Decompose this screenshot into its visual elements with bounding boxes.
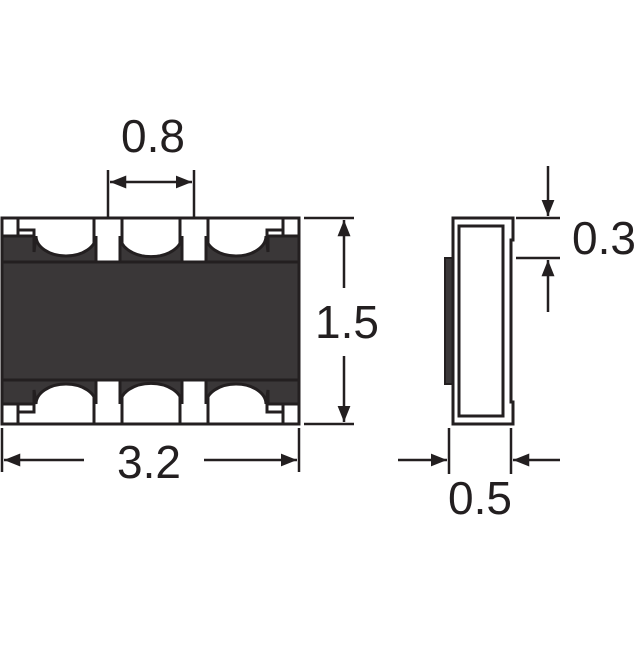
length-dimension — [0, 428, 301, 472]
height-dimension — [304, 216, 354, 426]
pitch-dimension — [106, 170, 196, 218]
height-label: 1.5 — [315, 296, 379, 348]
thickness-dimension — [516, 166, 560, 312]
thickness-label: 0.3 — [572, 212, 636, 264]
pitch-label: 0.8 — [121, 110, 185, 162]
chip-side-view — [444, 216, 515, 426]
chip-front-view — [0, 216, 301, 426]
width-label: 0.5 — [448, 472, 512, 524]
width-dimension — [398, 428, 560, 474]
length-label: 3.2 — [117, 436, 181, 488]
side-inner-face — [457, 224, 505, 418]
chip-outline — [0, 216, 301, 426]
body-core — [0, 260, 301, 382]
